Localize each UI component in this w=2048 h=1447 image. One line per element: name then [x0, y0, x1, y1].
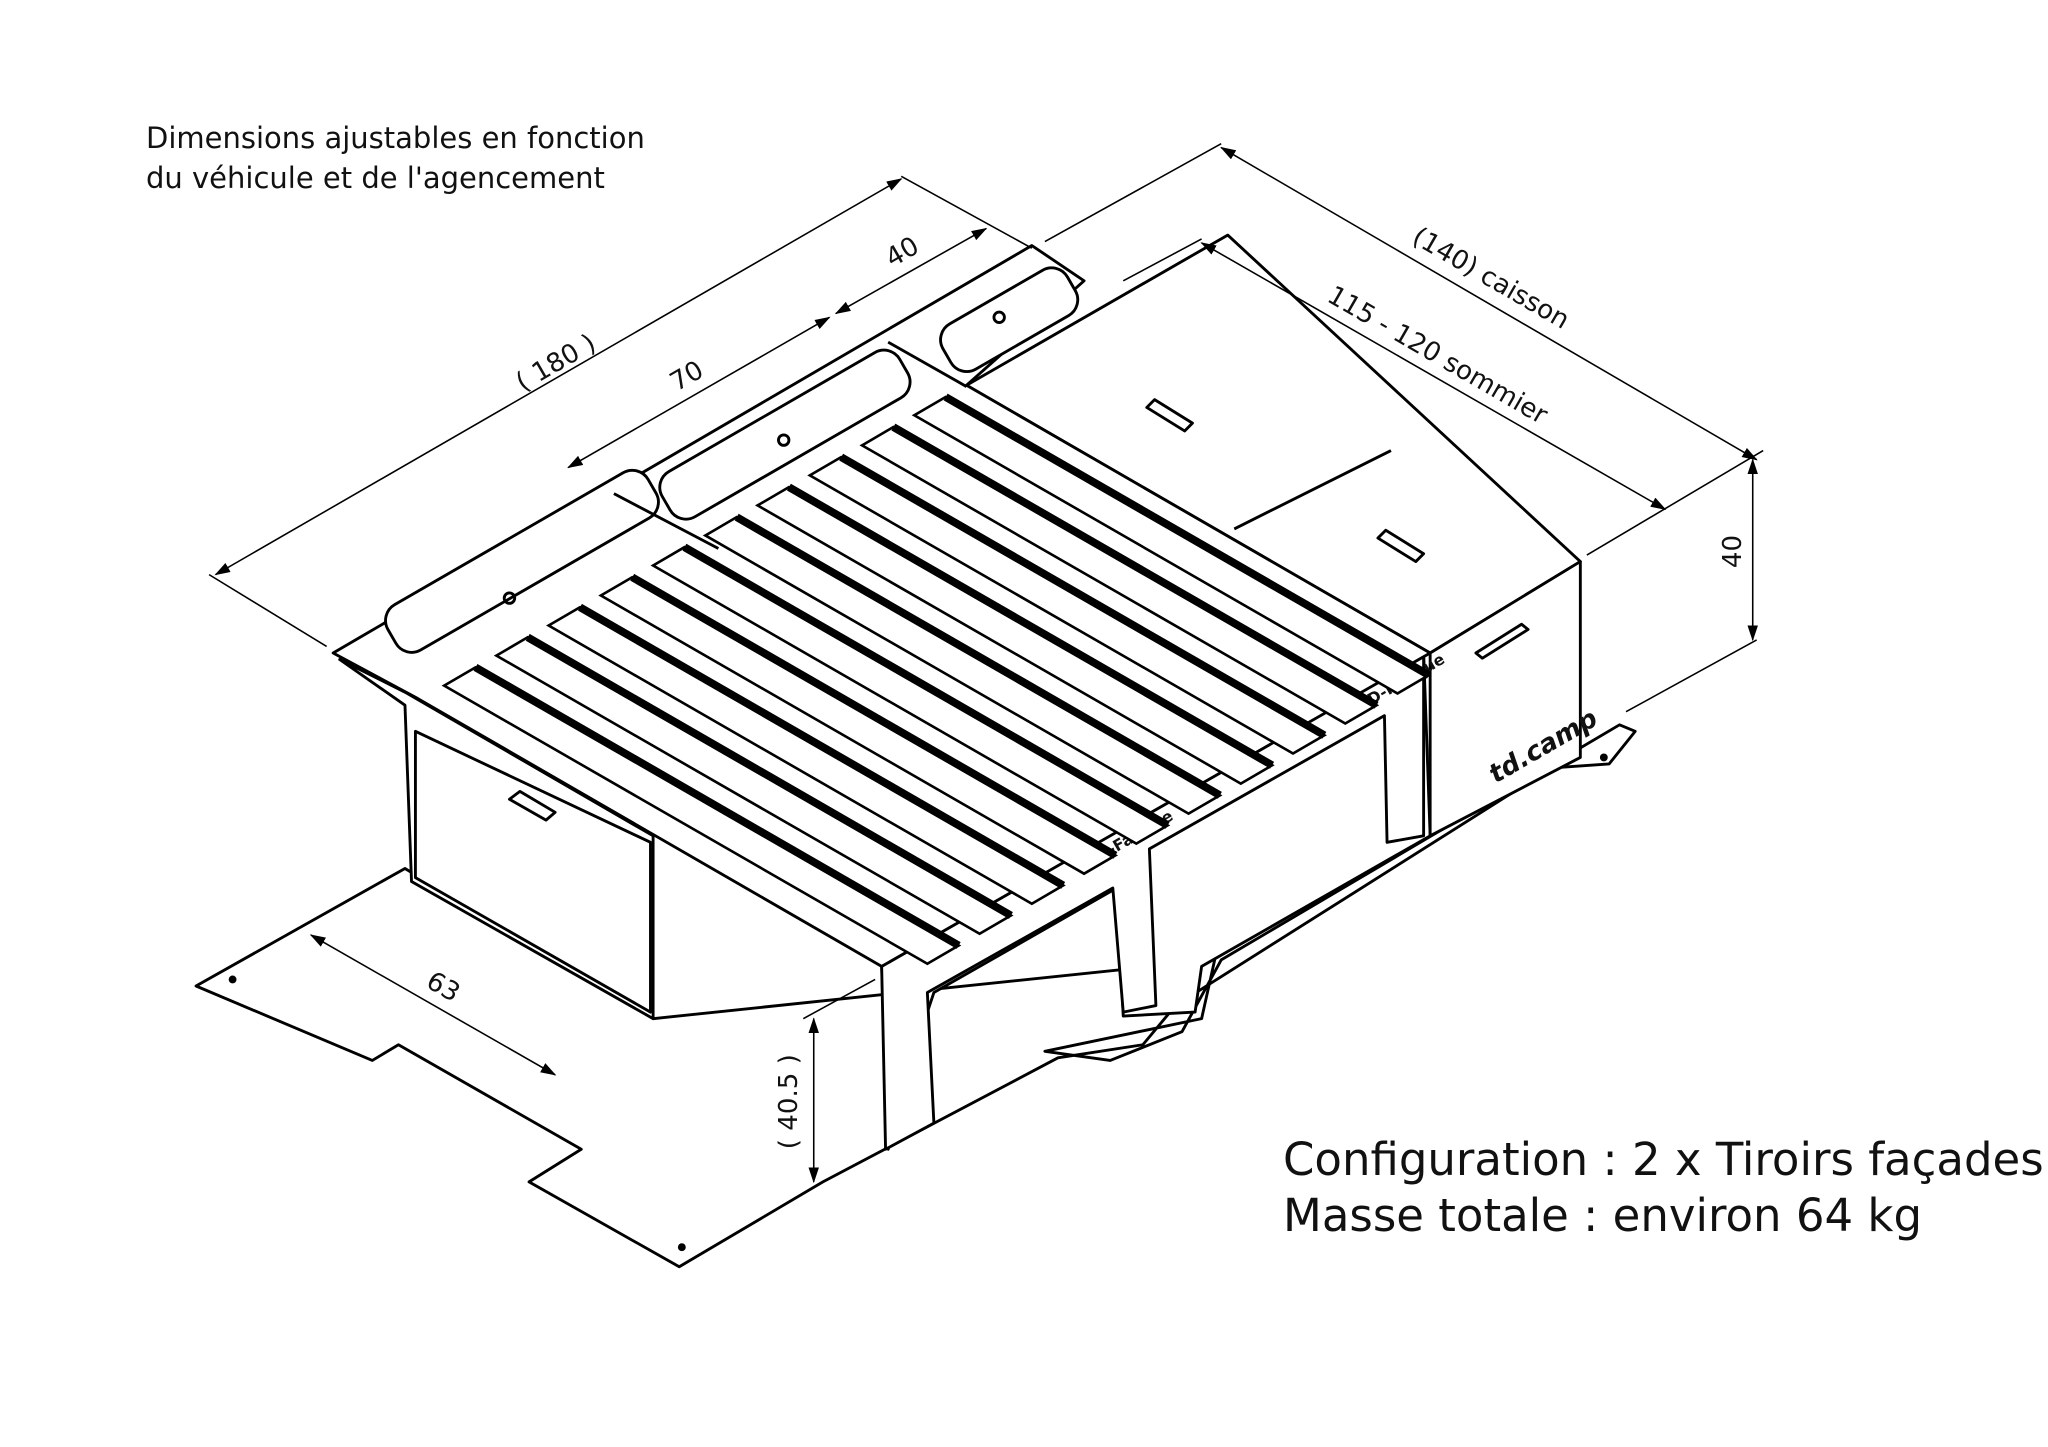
dim-height-caisson: 40	[1718, 535, 1748, 568]
mass-text: Masse totale : environ 64 kg	[1283, 1189, 1923, 1242]
slat-edge	[630, 573, 1118, 859]
configuration-text: Configuration : 2 x Tiroirs façades	[1283, 1133, 2044, 1186]
configuration-note: Configuration : 2 x Tiroirs façades Mass…	[1283, 1132, 2044, 1244]
slat-edge	[839, 453, 1327, 739]
slat-edge	[891, 423, 1379, 709]
slat-edge	[682, 543, 1170, 829]
slat-edge	[473, 663, 961, 949]
left-drawer-unit	[338, 658, 655, 1021]
dim-total-length: ( 180 )	[511, 328, 601, 397]
slat-edge	[525, 633, 1013, 919]
slat-edge	[578, 603, 1066, 889]
dim-segment-70: 70	[665, 355, 709, 398]
dim-height-front: ( 40.5 )	[774, 1054, 804, 1149]
slat-edge	[943, 393, 1431, 679]
note-line-1: Dimensions ajustables en fonction	[146, 121, 645, 155]
adjustable-dimensions-note: Dimensions ajustables en fonction du véh…	[146, 118, 645, 198]
dim-caisson: (140) caisson	[1407, 222, 1574, 336]
